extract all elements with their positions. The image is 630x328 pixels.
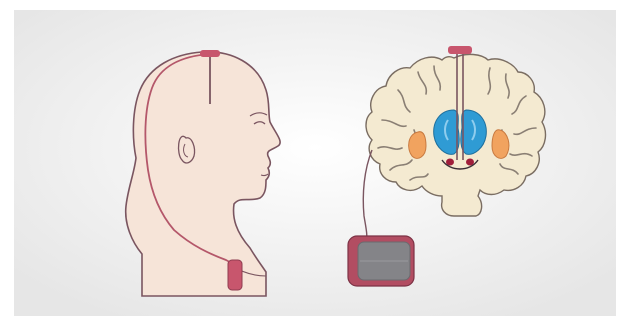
head-profile (126, 50, 280, 296)
ear (179, 136, 195, 163)
target-nucleus-left (446, 159, 454, 166)
target-nucleus-right (466, 159, 474, 166)
putamen-left (409, 132, 426, 159)
pulse-generator (348, 236, 414, 286)
pulse-generator-head (228, 260, 242, 290)
dbs-illustration (14, 10, 616, 316)
burr-hole-cap-brain (448, 46, 472, 54)
burr-hole-cap-head (200, 50, 220, 57)
